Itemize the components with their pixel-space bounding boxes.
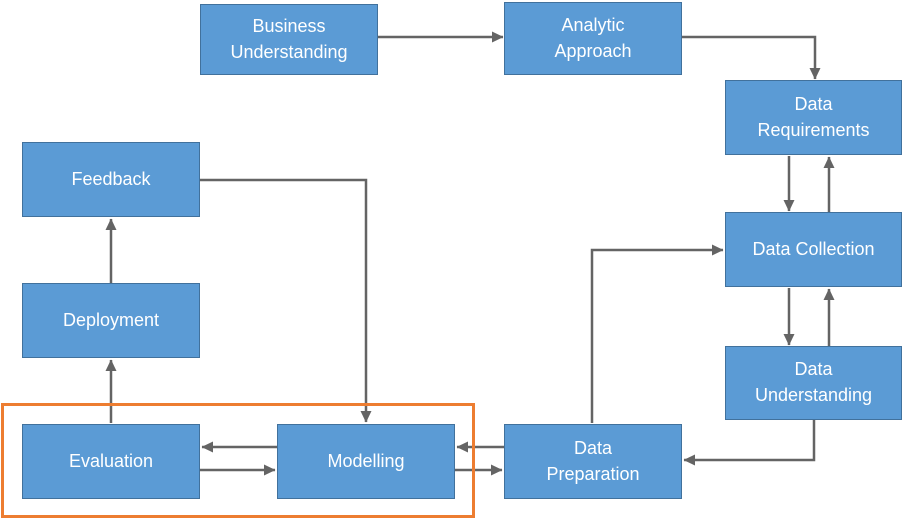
box-label: Deployment: [62, 309, 160, 330]
arrow-analytic-approach-to-data-requirements: [682, 35, 821, 80]
box-feedback: Feedback: [22, 142, 200, 217]
box-label: Data Collection: [752, 238, 875, 259]
box-label: Preparation: [546, 463, 640, 484]
highlight-rectangle: [1, 403, 475, 518]
box-label: Approach: [554, 40, 632, 61]
box-label: Feedback: [71, 168, 151, 189]
box-label: Requirements: [757, 119, 870, 140]
box-data-understanding: Data Understanding: [725, 346, 902, 420]
box-data-requirements: Data Requirements: [725, 80, 902, 155]
box-data-collection: Data Collection: [725, 212, 902, 287]
box-data-preparation: Data Preparation: [504, 424, 682, 499]
box-label: Data: [573, 437, 613, 458]
box-label: Evaluation: [68, 450, 154, 471]
box-label: Data: [794, 359, 833, 380]
box-label: Understanding: [754, 385, 873, 405]
box-label: Modelling: [327, 450, 405, 471]
arrow-feedback-to-modelling: [200, 178, 372, 423]
box-label: Business: [252, 15, 326, 36]
box-modelling: Modelling: [277, 424, 455, 499]
box-label: Analytic: [561, 14, 625, 35]
box-analytic-approach: Analytic Approach: [504, 2, 682, 75]
arrow-data-understanding-to-data-preparation: [683, 420, 816, 466]
box-label: Data: [794, 93, 833, 114]
box-evaluation: Evaluation: [22, 424, 200, 499]
arrow-data-preparation-to-data-collection: [590, 244, 724, 423]
box-business-understanding: Business Understanding: [200, 4, 378, 75]
box-deployment: Deployment: [22, 283, 200, 358]
box-label: Understanding: [230, 41, 348, 62]
